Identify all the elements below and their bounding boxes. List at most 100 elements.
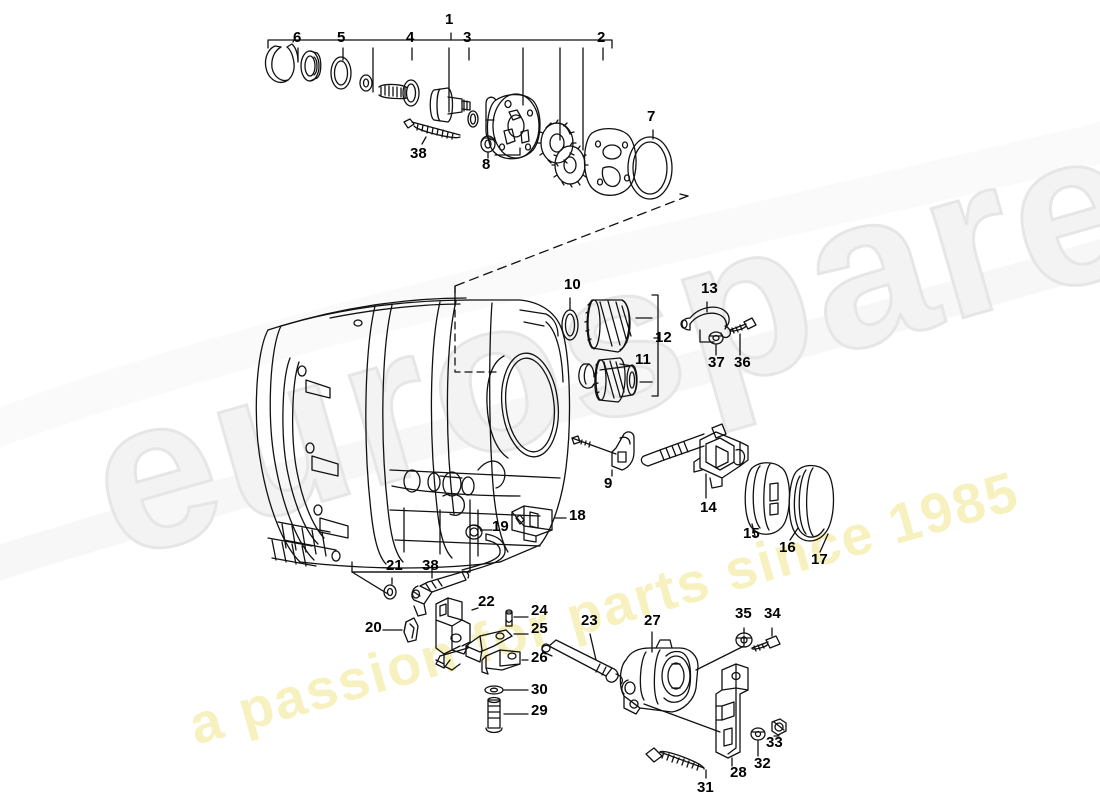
part-16-17-seal-rings [788, 464, 835, 542]
callout-number-24[interactable]: 24 [531, 602, 548, 619]
callout-number-18[interactable]: 18 [569, 507, 586, 524]
callout-number-32[interactable]: 32 [754, 755, 771, 772]
callout-number-13[interactable]: 13 [701, 280, 718, 297]
leader-38-top [421, 136, 427, 145]
callout-box-speedo [454, 285, 499, 373]
part-27-parking-pawl-housing [619, 639, 699, 715]
callout-number-11[interactable]: 11 [635, 351, 651, 368]
part-3-seal-ring [467, 110, 479, 128]
callout-number-21[interactable]: 21 [386, 557, 403, 574]
callout-number-7[interactable]: 7 [647, 108, 656, 125]
part-11-bushing [578, 363, 595, 389]
callout-number-34[interactable]: 34 [764, 605, 781, 622]
callout-number-33[interactable]: 33 [766, 734, 783, 751]
transmission-housing [255, 297, 571, 569]
part-9-governor-drive [571, 431, 635, 471]
callout-number-4[interactable]: 4 [406, 29, 415, 46]
callout-number-27[interactable]: 27 [644, 612, 661, 629]
callout-number-37[interactable]: 37 [708, 354, 725, 371]
bracket-group-1 [267, 32, 613, 151]
part-coil-spring [378, 83, 408, 100]
part-19-grommet [465, 524, 483, 540]
part-10-seal-ring [561, 309, 579, 341]
part-pump-body [485, 93, 541, 160]
part-speedo-driven-gear [584, 299, 632, 353]
callout-number-5[interactable]: 5 [337, 29, 346, 46]
part-29-bolt [485, 696, 503, 734]
part-28-parking-bracket [715, 663, 749, 759]
callout-number-30[interactable]: 30 [531, 681, 548, 698]
part-18-detent-block [511, 505, 553, 543]
leader-8-hook [494, 147, 521, 156]
part-5-seal-ring [330, 56, 352, 90]
leader-pump-to-housing [679, 193, 689, 197]
callout-number-17[interactable]: 17 [811, 551, 828, 568]
callout-number-9[interactable]: 9 [604, 475, 613, 492]
bracket-group-12 [635, 294, 659, 397]
leader-15 [751, 523, 756, 537]
part-2-pump-cover [583, 127, 637, 196]
callout-number-28[interactable]: 28 [730, 764, 747, 781]
part-36-bolt [729, 317, 757, 334]
callout-number-16[interactable]: 16 [779, 539, 796, 556]
part-1-pump-shaft [429, 87, 471, 123]
leader-27-to-28 [643, 703, 721, 733]
callout-number-29[interactable]: 29 [531, 702, 548, 719]
leader-16 [789, 527, 799, 541]
callout-number-22[interactable]: 22 [478, 593, 495, 610]
part-31-bolt [645, 747, 705, 771]
callout-number-15[interactable]: 15 [743, 525, 760, 542]
callout-number-2[interactable]: 2 [597, 29, 606, 46]
callout-number-25[interactable]: 25 [531, 620, 548, 637]
callout-number-12[interactable]: 12 [655, 329, 672, 346]
callout-number-14[interactable]: 14 [700, 499, 717, 516]
part-33-nut [771, 718, 787, 736]
callout-number-38[interactable]: 38 [410, 145, 427, 162]
leader-17 [819, 533, 829, 553]
callout-number-36[interactable]: 36 [734, 354, 751, 371]
leader-27-to-35 [695, 635, 745, 671]
callout-number-10[interactable]: 10 [564, 276, 581, 293]
callout-number-23[interactable]: 23 [581, 612, 598, 629]
part-38-adjuster [411, 570, 470, 617]
part-selector-rod [461, 533, 506, 573]
leader-6 [292, 39, 295, 43]
callout-number-3[interactable]: 3 [463, 29, 472, 46]
part-23-parking-rod [541, 639, 623, 685]
callout-number-26[interactable]: 26 [531, 649, 548, 666]
part-32-washer [750, 727, 766, 741]
callout-number-1[interactable]: 1 [445, 11, 454, 28]
dashed-leader-pump [454, 195, 689, 287]
part-7-o-ring [627, 136, 673, 200]
part-inner-gear [536, 119, 577, 167]
callout-number-20[interactable]: 20 [365, 619, 382, 636]
part-24-pin [505, 609, 513, 627]
part-5-bushing [300, 50, 322, 82]
part-13-sensor-lead [680, 306, 732, 339]
part-4-ring [402, 79, 420, 107]
bracket-21-38 [351, 571, 471, 595]
callout-number-38b[interactable]: 38 [422, 557, 439, 574]
part-38-bolt-top [403, 118, 461, 140]
callout-number-31[interactable]: 31 [697, 779, 714, 796]
callout-number-35[interactable]: 35 [735, 605, 752, 622]
part-26-bracket [481, 649, 521, 675]
callout-number-8[interactable]: 8 [482, 156, 491, 173]
leader-13-hook [699, 329, 715, 343]
leader-22 [471, 607, 479, 611]
part-8-nut [480, 135, 496, 153]
part-20-clip [403, 617, 419, 643]
part-speedo-drive-gear [593, 357, 638, 403]
callout-number-6[interactable]: 6 [293, 29, 302, 46]
part-6-seal-ring [264, 43, 299, 84]
part-37-washer [708, 331, 724, 345]
leader-23 [589, 633, 597, 661]
part-22-selector-lever [435, 597, 471, 671]
part-14-governor-shaft [640, 423, 749, 489]
part-34-bolt [751, 635, 781, 652]
part-15-governor-cap [744, 462, 791, 535]
part-washer-small [359, 74, 373, 92]
callout-number-19[interactable]: 19 [492, 518, 509, 535]
